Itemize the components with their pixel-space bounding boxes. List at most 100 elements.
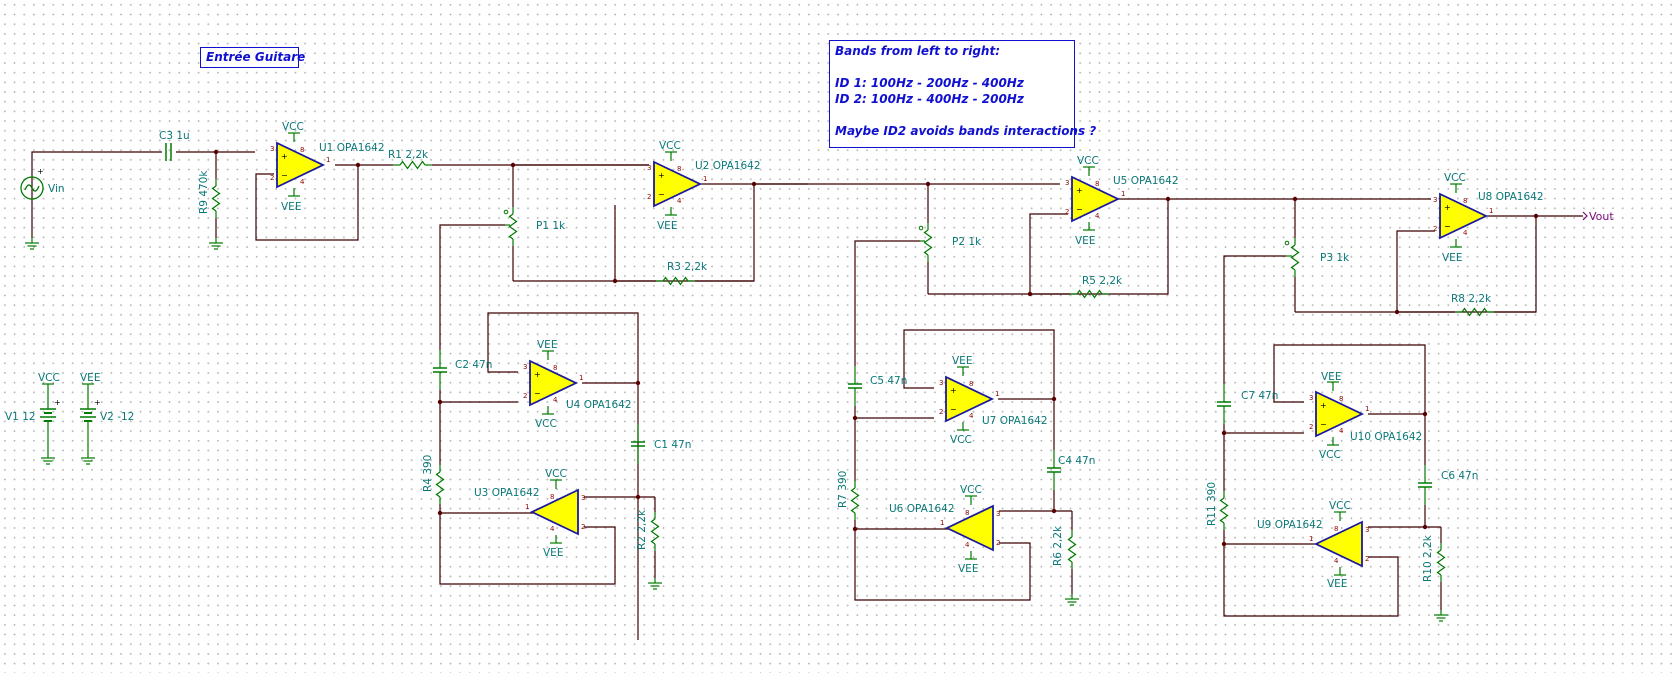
resistor-r11[interactable]: R11 390 [1206,482,1229,531]
c5-label: C5 47n [870,375,907,387]
u3-vee-label: VEE [543,547,563,559]
u1-vee-label: VEE [281,201,301,213]
v2-vee-label: VEE [80,372,100,384]
u3-vcc-label: VCC [545,468,567,480]
p1-label: P1 1k [536,220,566,232]
resistor-r8[interactable]: R8 2,2k [1451,293,1495,317]
c1-label: C1 47n [654,439,691,451]
input-note-text: Entrée Guitare [206,50,306,64]
svg-text:+: + [54,398,61,407]
resistor-icon [1219,490,1229,531]
u1-vcc-label: VCC [282,121,304,133]
u6-vee-label: VEE [958,563,978,575]
ac-source-icon [20,176,44,200]
resistor-r1[interactable]: R1 2,2k [388,149,433,170]
u4-vee-label: VEE [537,339,557,351]
resistor-r3[interactable]: R3 2,2k [655,261,708,286]
resistor-r6[interactable]: R6 2,2k [1052,525,1080,606]
r2-label: R2 2,2k [636,509,648,550]
r7-label: R7 390 [837,471,849,508]
opamp-u8[interactable]: VCC VEE U8 OPA1642 [1432,172,1544,264]
capacitor-c7[interactable]: C7 47n [1216,383,1278,425]
c7-label: C7 47n [1241,390,1278,402]
resistor-r4[interactable]: R4 390 [422,455,445,505]
p2-label: P2 1k [952,236,982,248]
v1-vcc-label: VCC [38,372,60,384]
potentiometer-p3[interactable]: P3 1k [1284,237,1350,278]
ground-icon [24,237,40,250]
resistor-icon [435,464,445,505]
ground-icon [1064,593,1080,606]
r4-label: R4 390 [422,455,434,492]
r5-label: R5 2,2k [1082,275,1123,287]
capacitor-c2[interactable]: C2 47n [432,349,492,391]
opamp-u5[interactable]: VCC VEE U5 OPA1642 [1064,155,1179,247]
capacitor-c1[interactable]: C1 47n [630,423,691,465]
u3-label: U3 OPA1642 [474,487,540,499]
capacitor-icon [1417,464,1433,506]
u7-vee-label: VEE [952,355,972,367]
ground-icon [208,237,224,250]
resistor-icon [392,160,433,170]
u9-vcc-label: VCC [1329,500,1351,512]
opamp-u4[interactable]: VEE VCC U4 OPA1642 [522,339,632,430]
ground-icon [80,452,96,465]
capacitor-c4[interactable]: C4 47n [1046,449,1095,491]
r9-label: R9 470k [198,170,210,214]
resistor-r7[interactable]: R7 390 [837,471,860,521]
opamp-u6[interactable]: VCC VEE U6 OPA1642 [889,484,1002,575]
opamp-u7[interactable]: VEE VCC U7 OPA1642 [938,355,1048,446]
capacitor-icon [1216,383,1232,425]
bands-note[interactable]: Bands from left to right: ID 1: 100Hz - … [829,40,1096,148]
supply-v2[interactable]: + VEE V2 -12 [80,372,134,465]
capacitor-icon [432,349,448,391]
v1-label: V1 12 [5,411,36,423]
capacitor-c5[interactable]: C5 47n [847,365,907,407]
opamp-u10[interactable]: VEE VCC U10 OPA1642 [1308,371,1422,461]
u2-label: U2 OPA1642 [695,160,761,172]
u2-vcc-label: VCC [659,140,681,152]
junctions [213,149,1539,547]
c4-label: C4 47n [1058,455,1095,467]
vin-source[interactable]: + Vin [20,167,65,250]
vout-port[interactable]: Vout [1582,210,1614,223]
battery-icon [80,408,96,422]
supply-v1[interactable]: + VCC V1 12 [5,372,61,465]
u5-vcc-label: VCC [1077,155,1099,167]
ground-icon [1433,609,1449,622]
capacitor-c3[interactable]: C3 1u [159,130,190,161]
c3-label: C3 1u [159,130,190,142]
resistor-r2[interactable]: R2 2,2k [636,509,663,590]
vcc-symbol [664,151,678,162]
ground-icon [647,577,663,590]
u4-label: U4 OPA1642 [566,399,632,411]
battery-icon [40,408,56,422]
input-note[interactable]: Entrée Guitare [200,47,306,68]
opamp-icon [1308,391,1371,437]
potentiometer-p2[interactable]: P2 1k [918,222,982,263]
resistor-r5[interactable]: R5 2,2k [1069,275,1123,299]
opamp-u1[interactable]: VCC VEE U1 OPA1642 [269,121,385,213]
resistor-icon [1436,542,1446,583]
capacitor-c6[interactable]: C6 47n [1417,464,1478,506]
potentiometer-p1[interactable]: P1 1k [503,206,566,247]
r8-label: R8 2,2k [1451,293,1492,305]
resistor-icon [650,511,660,552]
u5-label: U5 OPA1642 [1113,175,1179,187]
vcc-symbol [1449,183,1463,194]
u5-vee-label: VEE [1075,235,1095,247]
opamp-u2[interactable]: VCC VEE U2 OPA1642 [646,140,761,232]
vin-label: Vin [48,183,65,195]
opamp-u9[interactable]: VCC VEE U9 OPA1642 [1257,500,1371,590]
svg-text:+: + [94,398,101,407]
resistor-r10[interactable]: R10 2,2k [1422,534,1449,622]
resistor-r9[interactable]: R9 470k [198,170,224,250]
u9-label: U9 OPA1642 [1257,519,1323,531]
u10-label: U10 OPA1642 [1350,431,1422,443]
u8-vee-label: VEE [1442,252,1462,264]
opamp-u3[interactable]: VCC VEE U3 OPA1642 [474,468,587,559]
bands-note-line [835,59,1069,75]
p3-label: P3 1k [1320,252,1350,264]
u9-vee-label: VEE [1327,578,1347,590]
